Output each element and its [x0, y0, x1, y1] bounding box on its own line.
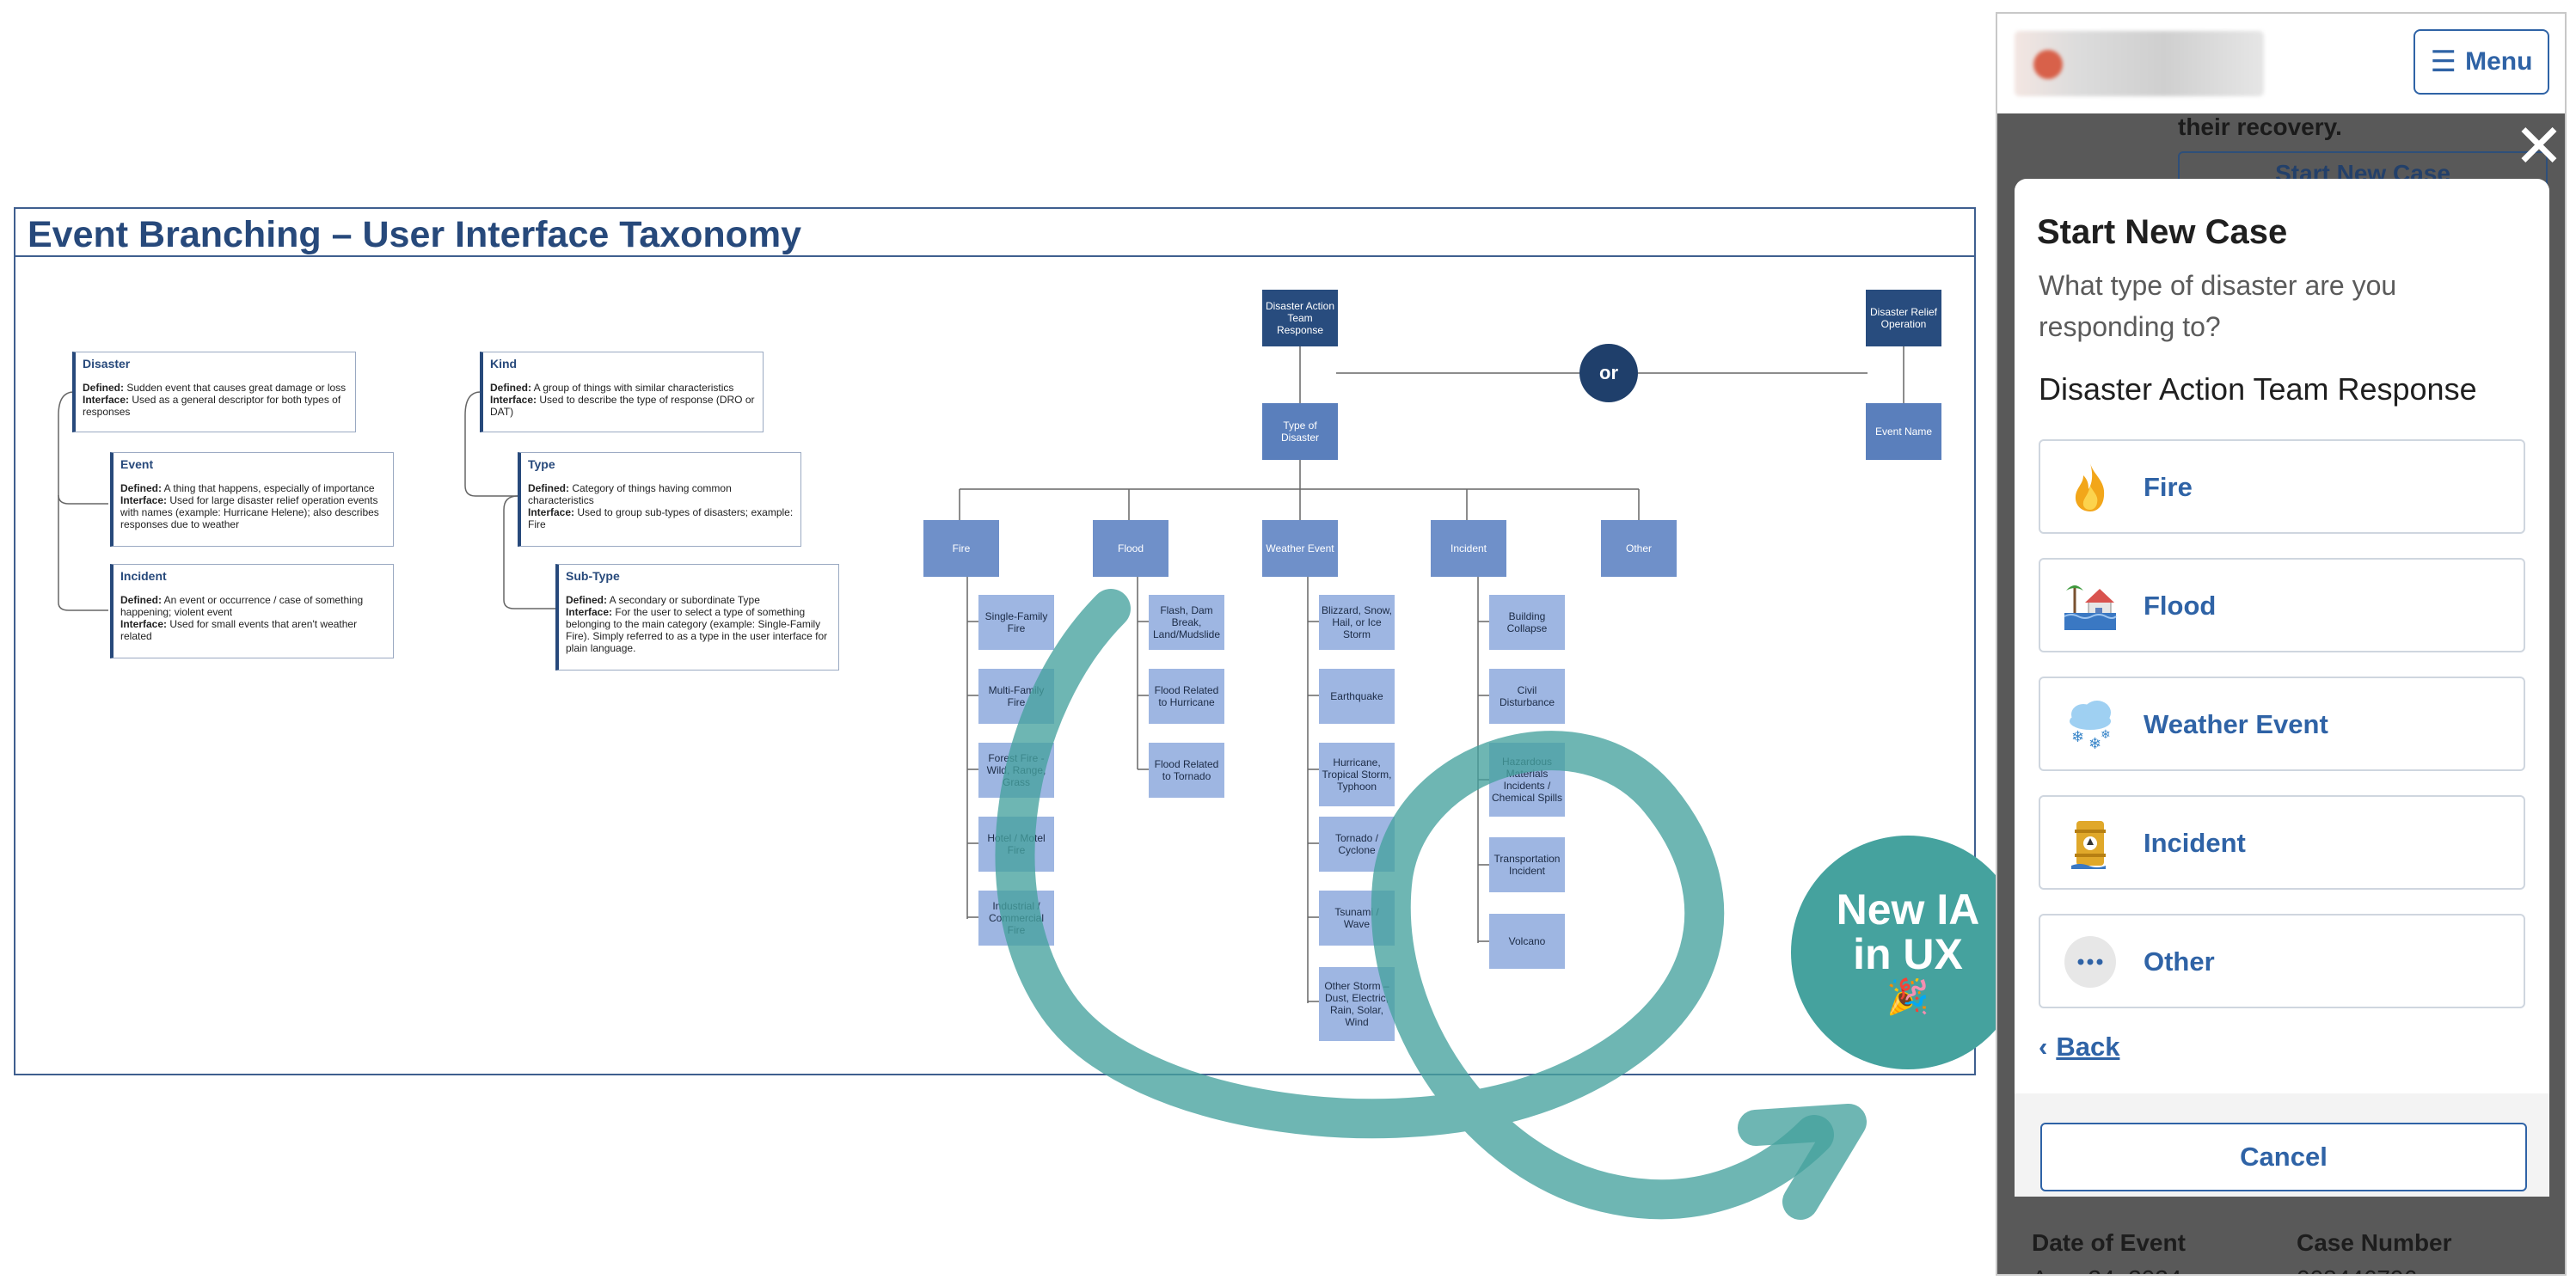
node-leaf-fire: Forest Fire - Wild, Range, Grass — [978, 743, 1054, 798]
definition-heading: Sub-Type — [566, 569, 620, 583]
diagram-title: Event Branching – User Interface Taxonom… — [28, 214, 802, 255]
node-leaf-incident: Hazardous Materials Incidents / Chemical… — [1489, 743, 1565, 817]
node-leaf-weather: Tornado / Cyclone — [1319, 817, 1395, 872]
snow-cloud-icon: ❄ ❄ ❄ — [2070, 701, 2111, 752]
sheet-subtitle: Disaster Action Team Response — [2039, 371, 2477, 407]
option-label: Flood — [2144, 591, 2217, 621]
node-leaf-weather: Tsunami / Wave — [1319, 891, 1395, 946]
hamburger-icon: ☰ — [2430, 46, 2457, 78]
option-label: Weather Event — [2144, 709, 2328, 739]
flood-house-icon — [2064, 585, 2117, 630]
option-label: Incident — [2144, 828, 2246, 858]
node-category: Flood — [1093, 520, 1168, 577]
badge-line-1: New IA — [1836, 885, 1980, 934]
chevron-left-icon: ‹ — [2039, 1032, 2048, 1062]
node-leaf-weather: Other Storm – Dust, Electric, Rain, Sola… — [1319, 967, 1395, 1041]
definition-type: Type Defined: Category of things having … — [518, 452, 801, 547]
svg-text:❄: ❄ — [2101, 728, 2111, 742]
option-weather-event-button[interactable]: ❄ ❄ ❄ Weather Event — [2039, 677, 2525, 771]
svg-text:❄: ❄ — [2088, 735, 2101, 752]
option-label: Other — [2144, 946, 2215, 977]
option-label: Fire — [2144, 472, 2193, 502]
node-leaf-incident: Building Collapse — [1489, 595, 1565, 650]
definition-kind: Kind Defined: A group of things with sim… — [480, 352, 764, 432]
definition-heading: Type — [528, 457, 555, 471]
definition-event: Event Defined: A thing that happens, esp… — [110, 452, 394, 547]
node-leaf-incident: Volcano — [1489, 914, 1565, 969]
blurred-logo — [2015, 31, 2264, 96]
definition-disaster: Disaster Defined: Sudden event that caus… — [72, 352, 356, 432]
menu-label: Menu — [2465, 47, 2533, 76]
node-category: Weather Event — [1262, 520, 1338, 577]
option-flood-button[interactable]: Flood — [2039, 558, 2525, 652]
app-header: ☰ Menu — [1997, 14, 2565, 113]
node-leaf-flood: Flood Related to Tornado — [1149, 743, 1224, 798]
node-leaf-weather: Hurricane, Tropical Storm, Typhoon — [1319, 743, 1395, 806]
option-fire-button[interactable]: Fire — [2039, 439, 2525, 534]
back-link[interactable]: ‹ Back — [2039, 1032, 2119, 1062]
definition-heading: Kind — [490, 357, 518, 370]
node-leaf-fire: Single-Family Fire — [978, 595, 1054, 650]
diagram-title-bar: Event Branching – User Interface Taxonom… — [15, 209, 1974, 257]
definition-incident: Incident Defined: An event or occurrence… — [110, 564, 394, 658]
sheet-title: Start New Case — [2037, 213, 2288, 251]
close-icon[interactable]: ✕ — [2513, 111, 2565, 181]
node-category: Fire — [923, 520, 999, 577]
node-leaf-weather: Blizzard, Snow, Hail, or Ice Storm — [1319, 595, 1395, 650]
badge-line-2: in UX — [1853, 930, 1963, 978]
node-category: Incident — [1431, 520, 1506, 577]
new-ia-badge: New IA in UX 🎉 — [1791, 836, 2025, 1069]
cancel-button[interactable]: Cancel — [2040, 1123, 2527, 1191]
node-type-of-disaster: Type of Disaster — [1262, 403, 1338, 460]
fire-icon — [2075, 463, 2105, 511]
definition-heading: Disaster — [83, 357, 131, 370]
node-leaf-fire: Hotel / Motel Fire — [978, 817, 1054, 872]
taxonomy-diagram: Event Branching – User Interface Taxonom… — [14, 207, 1976, 1075]
or-connector: or — [1579, 344, 1638, 402]
menu-button[interactable]: ☰ Menu — [2413, 29, 2549, 95]
svg-text:❄: ❄ — [2071, 728, 2084, 746]
node-leaf-weather: Earthquake — [1319, 669, 1395, 724]
node-category: Other — [1601, 520, 1677, 577]
node-event-name: Event Name — [1866, 403, 1941, 460]
definition-heading: Event — [120, 457, 154, 471]
option-incident-button[interactable]: Incident — [2039, 795, 2525, 890]
more-dots-icon — [2064, 936, 2116, 988]
node-leaf-fire: Industrial / Commercial Fire — [978, 891, 1054, 946]
back-label: Back — [2056, 1032, 2120, 1062]
party-popper-icon: 🎉 — [1886, 978, 1929, 1016]
mobile-app-frame: ☰ Menu their recovery. Start New Case Da… — [1996, 12, 2567, 1276]
sheet-question: What type of disaster are you responding… — [2039, 270, 2397, 342]
node-leaf-flood: Flash, Dam Break, Land/Mudslide — [1149, 595, 1224, 650]
node-leaf-incident: Civil Disturbance — [1489, 669, 1565, 724]
definition-heading: Incident — [120, 569, 167, 583]
node-leaf-fire: Multi-Family Fire — [978, 669, 1054, 724]
node-leaf-flood: Flood Related to Hurricane — [1149, 669, 1224, 724]
background-case-details: Date of Event Case Number Aug. 24, 2024 … — [2032, 1229, 2452, 1274]
option-other-button[interactable]: Other — [2039, 914, 2525, 1008]
hazard-barrel-icon — [2071, 821, 2106, 869]
start-new-case-sheet: Start New Case What type of disaster are… — [2015, 179, 2549, 1197]
background-text: their recovery. — [2178, 113, 2342, 140]
node-leaf-incident: Transportation Incident — [1489, 837, 1565, 892]
node-dro: Disaster Relief Operation — [1866, 290, 1941, 346]
node-dat-response: Disaster Action Team Response — [1262, 290, 1338, 346]
definition-subtype: Sub-Type Defined: A secondary or subordi… — [555, 564, 839, 671]
